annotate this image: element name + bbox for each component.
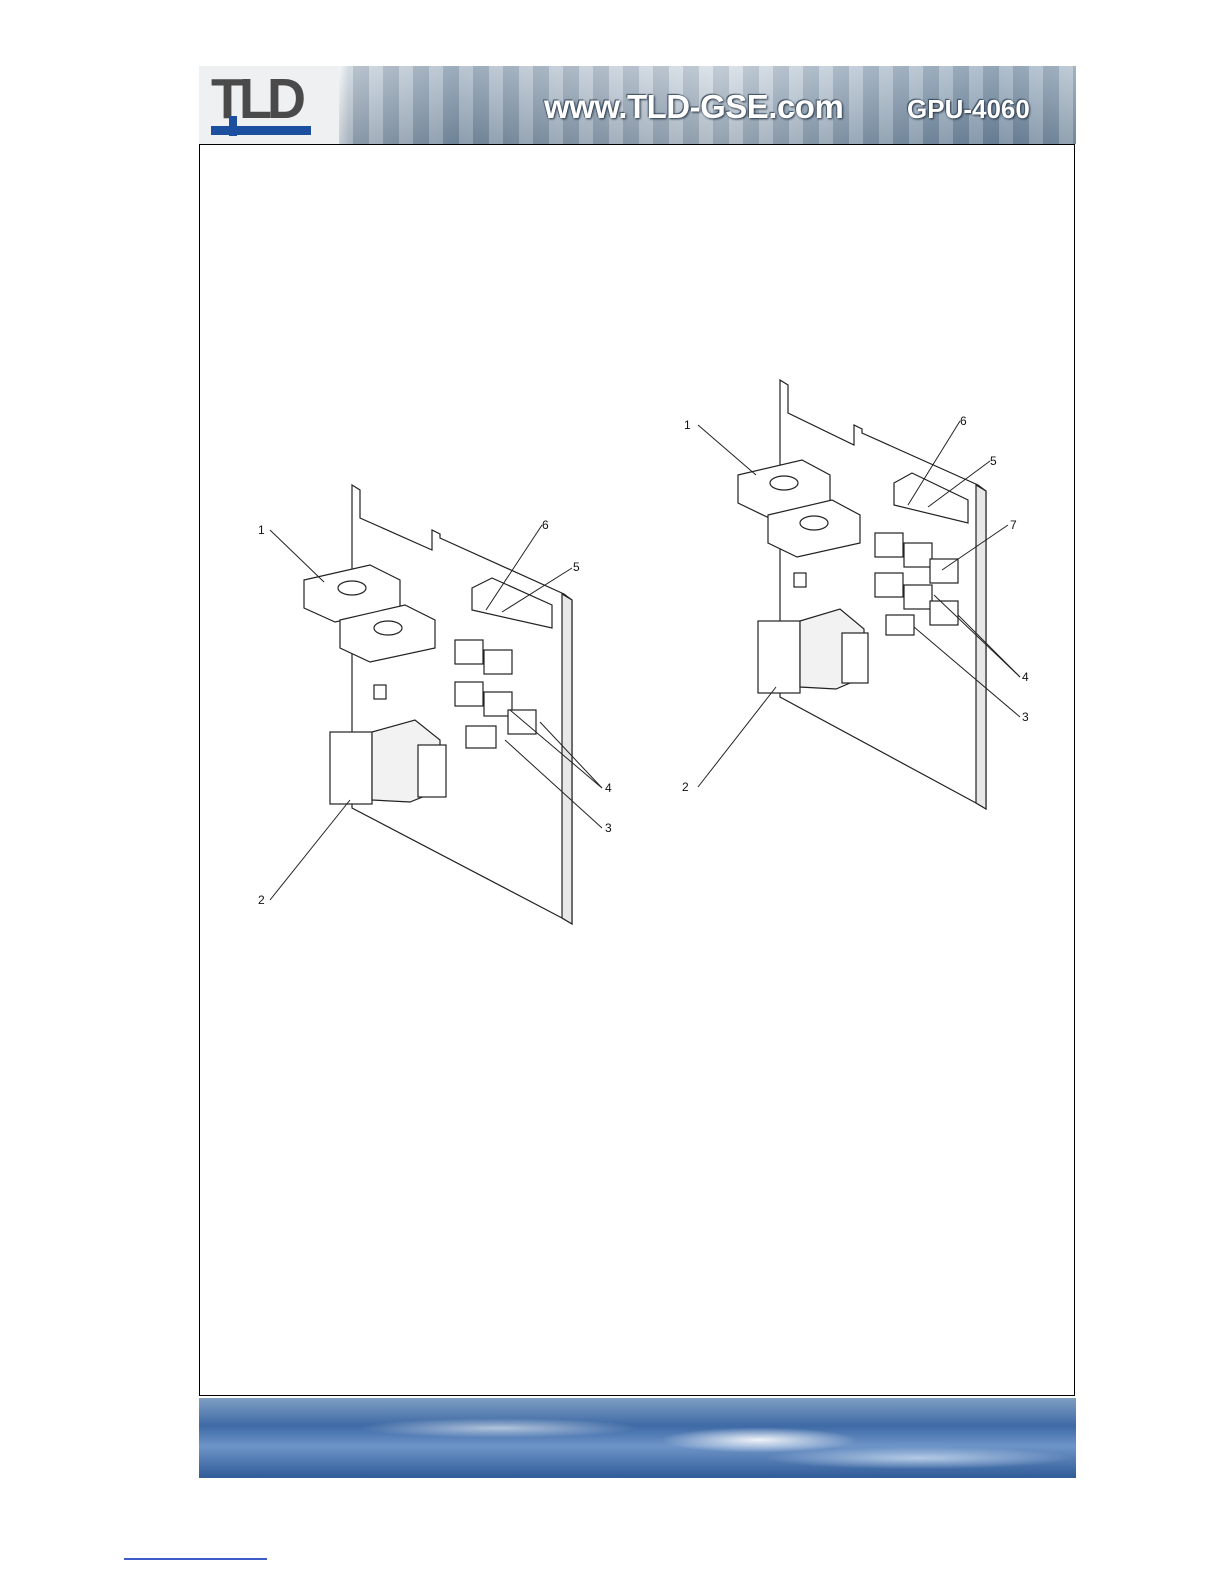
left-relay-e bbox=[508, 710, 536, 734]
right-callout-5: 5 bbox=[990, 454, 997, 468]
model-name: GPU-4060 bbox=[907, 94, 1030, 125]
right-callout-4: 4 bbox=[1022, 670, 1029, 684]
left-callout-2: 2 bbox=[258, 893, 265, 907]
left-callout-4: 4 bbox=[605, 781, 612, 795]
left-assembly-drawing: 1 2 3 4 5 6 bbox=[240, 470, 640, 940]
logo-bar bbox=[211, 126, 311, 135]
left-transformer-cover bbox=[330, 732, 372, 804]
tld-logo: TLD bbox=[199, 66, 339, 144]
left-callout-3: 3 bbox=[605, 821, 612, 835]
footnote-separator-line bbox=[124, 1558, 267, 1560]
right-terminal-3 bbox=[886, 615, 914, 635]
right-callout-2: 2 bbox=[682, 780, 689, 794]
left-callout-6: 6 bbox=[542, 518, 549, 532]
right-relay-a bbox=[875, 533, 903, 557]
footer-banner bbox=[199, 1398, 1076, 1478]
right-transformer-side bbox=[842, 633, 868, 683]
header-banner: TLD www.TLD-GSE.com GPU-4060 bbox=[199, 66, 1076, 144]
left-relay-a bbox=[455, 640, 483, 664]
right-callout-1: 1 bbox=[684, 418, 691, 432]
right-relay-d bbox=[875, 573, 903, 597]
right-callout-7: 7 bbox=[1010, 518, 1017, 532]
left-relay-c bbox=[455, 682, 483, 706]
right-relay-b bbox=[904, 543, 932, 567]
right-callout-3: 3 bbox=[1022, 710, 1029, 724]
website-url[interactable]: www.TLD-GSE.com bbox=[544, 88, 843, 126]
right-relay-c bbox=[930, 559, 958, 583]
right-assembly-drawing: 1 2 3 4 5 6 7 bbox=[672, 365, 1052, 825]
right-drawing-svg: 1 2 3 4 5 6 7 bbox=[672, 365, 1052, 825]
left-relay-b bbox=[484, 650, 512, 674]
left-connector bbox=[374, 685, 386, 699]
right-transformer-cover bbox=[758, 621, 800, 693]
left-transformer-side bbox=[418, 745, 446, 797]
right-connector bbox=[794, 573, 806, 587]
left-drawing-svg: 1 2 3 4 5 6 bbox=[240, 470, 640, 940]
left-callout-5: 5 bbox=[573, 560, 580, 574]
left-terminal-3 bbox=[466, 726, 496, 748]
right-callout-6: 6 bbox=[960, 414, 967, 428]
logo-text: TLD bbox=[211, 66, 301, 131]
right-relay-e bbox=[904, 585, 932, 609]
left-callout-1: 1 bbox=[258, 523, 265, 537]
